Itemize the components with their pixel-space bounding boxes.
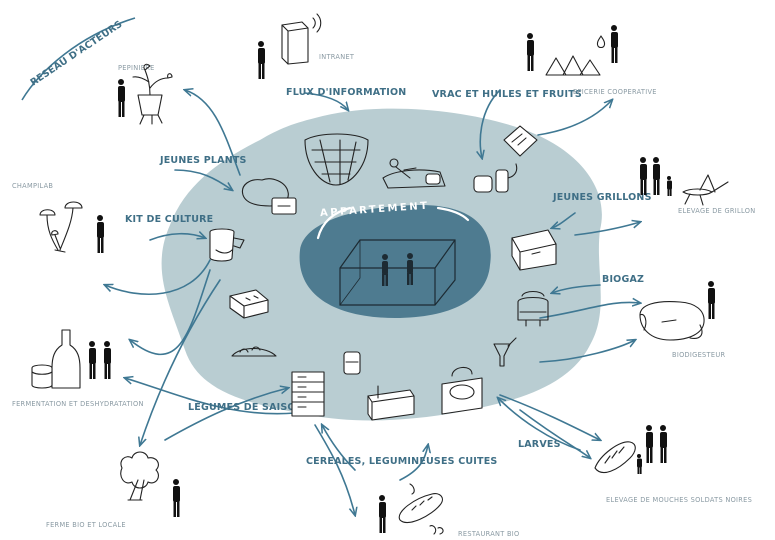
flow-label-jeunes-plants: JEUNES PLANTS — [159, 155, 247, 166]
vegetables-tray-icon — [231, 346, 277, 357]
people-figures — [89, 25, 715, 533]
person-icon — [527, 33, 534, 71]
flow-label-larves: LARVES — [518, 439, 561, 450]
apartment-zone — [299, 205, 491, 318]
flow-label-vrac: VRAC ET HUILES ET FRUITS — [432, 89, 582, 100]
package-icon — [503, 125, 538, 157]
person-icon — [173, 479, 180, 517]
cricket-crate-icon — [511, 229, 557, 271]
larva-icon — [594, 441, 636, 473]
person-icon — [653, 157, 660, 195]
cricket-icon — [682, 174, 729, 206]
actor-label-champilab: CHAMPILAB — [12, 182, 53, 190]
plant-pot-icon — [132, 63, 173, 125]
glass-jar-icon — [343, 351, 361, 375]
actor-label-intranet: INTRANET — [319, 53, 355, 61]
grinder-icon — [493, 337, 517, 367]
person-icon — [660, 425, 667, 463]
flow-label-kit-culture: KIT DE CULTURE — [125, 214, 213, 225]
person-icon — [646, 425, 653, 463]
drawer-box-icon — [229, 289, 269, 319]
actor-label-ferme: FERME BIO ET LOCALE — [46, 521, 126, 529]
person-icon — [97, 215, 104, 253]
apartment-box-icon — [339, 239, 456, 306]
actor-label-pepiniere: PEPINIERE — [118, 64, 155, 72]
bulk-piles-icon — [545, 35, 606, 76]
child-icon — [667, 176, 672, 196]
flow-label-information: FLUX D'INFORMATION — [286, 87, 406, 98]
flow-label-legumes: LÉGUMES DE SAISONS — [188, 401, 311, 413]
broccoli-icon — [120, 451, 159, 501]
actor-label-mouches: ELEVAGE DE MOUCHES SOLDATS NOIRES — [606, 496, 752, 504]
person-icon — [640, 157, 647, 195]
cabinet-icon — [291, 371, 325, 417]
person-icon — [379, 495, 386, 533]
person-icon — [708, 281, 715, 319]
flow-arrows — [105, 90, 640, 515]
network-label: RESEAU D'ACTEURS — [29, 19, 125, 89]
mushroom-icon — [39, 201, 83, 253]
person-icon — [89, 341, 96, 379]
flow-label-jeunes-grillons: JEUNES GRILLONS — [552, 192, 652, 203]
server-tower-icon — [281, 13, 322, 65]
person-icon — [611, 25, 618, 63]
bottle-jar-icon — [31, 329, 81, 389]
culture-kit-icon — [209, 228, 245, 262]
stove-icon — [517, 290, 549, 327]
bread-icon — [398, 483, 444, 535]
compost-box-icon — [367, 385, 415, 421]
actor-label-restaurant: RESTAURANT BIO — [458, 530, 520, 538]
seedling-tray-icon — [241, 178, 297, 215]
person-icon — [118, 79, 125, 117]
person-icon — [258, 41, 265, 79]
biodigester-icon — [639, 301, 705, 341]
workshop-table-icon — [382, 158, 446, 189]
actor-label-elevage-grillon: ELEVAGE DE GRILLON — [678, 207, 755, 215]
person-icon — [104, 341, 111, 379]
actor-label-fermentation: FERMENTATION ET DESHYDRATATION — [12, 400, 144, 408]
jars-icon — [473, 163, 518, 193]
flow-label-cereales: CEREALES, LEGUMINEUSES CUITES — [306, 456, 497, 467]
child-icon — [637, 454, 642, 474]
actor-label-biodigesteur: BIODIGESTEUR — [672, 351, 725, 359]
actor-label-epicerie: EPICERIE COOPERATIVE — [573, 88, 657, 96]
flow-label-biogaz: BIOGAZ — [602, 274, 644, 285]
planter-net-icon — [304, 133, 369, 186]
toilet-icon — [441, 366, 483, 415]
